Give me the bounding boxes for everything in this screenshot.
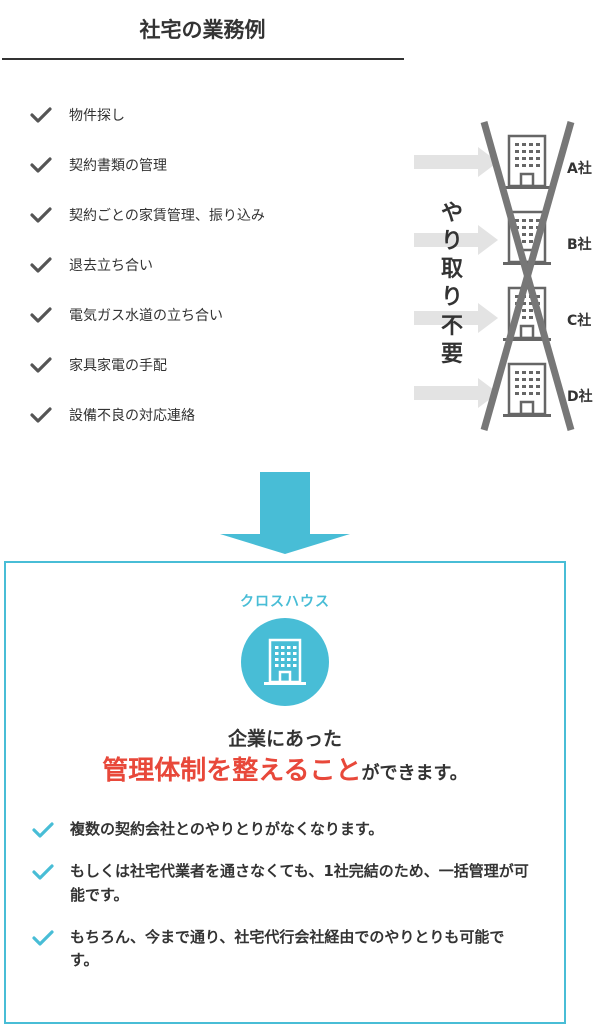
- company-label: B社: [567, 237, 592, 253]
- benefit-item: もしくは社宅代業者を通さなくても、1社完結のため、一括管理が可能です。: [32, 860, 532, 907]
- lead-line2: 管理体制を整えることができます。: [0, 750, 570, 787]
- company-cross-graphic: [414, 121, 575, 431]
- company-label: A社: [567, 161, 592, 177]
- arrow-right-icon: [414, 147, 498, 177]
- task-item: 物件探し: [30, 90, 265, 140]
- company-label: D社: [567, 389, 593, 405]
- check-icon: [30, 407, 52, 423]
- check-icon: [32, 864, 54, 880]
- task-item: 設備不良の対応連絡: [30, 390, 265, 440]
- lead-line1: 企業にあった: [227, 728, 342, 750]
- lead-tail: ができます。: [361, 763, 468, 784]
- benefit-text: 複数の契約会社とのやりとりがなくなります。: [70, 820, 384, 838]
- benefit-item: 複数の契約会社とのやりとりがなくなります。: [32, 818, 532, 841]
- task-label: 設備不良の対応連絡: [69, 408, 195, 424]
- task-item: 契約書類の管理: [30, 140, 265, 190]
- task-item: 電気ガス水道の立ち合い: [30, 290, 265, 340]
- task-label: 家具家電の手配: [69, 358, 167, 374]
- check-icon: [32, 930, 54, 946]
- task-item: 家具家電の手配: [30, 340, 265, 390]
- building-icon: [501, 362, 553, 419]
- building-icon: [241, 618, 329, 706]
- task-label: 契約書類の管理: [69, 158, 167, 174]
- building-icon: [501, 134, 553, 191]
- solution-box: [4, 561, 566, 1024]
- benefit-list: 複数の契約会社とのやりとりがなくなります。 もしくは社宅代業者を通さなくても、1…: [32, 818, 532, 991]
- check-icon: [30, 157, 52, 173]
- task-label: 電気ガス水道の立ち合い: [69, 308, 223, 324]
- arrow-down-icon: [220, 472, 350, 554]
- task-label: 退去立ち合い: [69, 258, 153, 274]
- task-label: 物件探し: [69, 108, 125, 124]
- benefit-text: もしくは社宅代業者を通さなくても、1社完結のため、一括管理が可能です。: [70, 862, 529, 904]
- check-icon: [30, 107, 52, 123]
- company-label: C社: [567, 313, 592, 329]
- no-exchange-label: やり取り不要: [440, 201, 463, 367]
- arrow-right-icon: [414, 378, 498, 408]
- brand-name: クロスハウス: [240, 594, 330, 610]
- task-item: 退去立ち合い: [30, 240, 265, 290]
- check-icon: [30, 307, 52, 323]
- task-label: 契約ごとの家賃管理、振り込み: [69, 208, 265, 224]
- lead-highlight: 管理体制を整えること: [102, 756, 362, 786]
- task-list: 物件探し 契約書類の管理 契約ごとの家賃管理、振り込み 退去立ち合い 電気ガス水…: [30, 90, 265, 440]
- check-icon: [30, 357, 52, 373]
- cross-stroke: [480, 121, 575, 431]
- check-icon: [30, 257, 52, 273]
- check-icon: [30, 207, 52, 223]
- title-underline: [2, 58, 404, 60]
- section-title: 社宅の業務例: [139, 18, 266, 42]
- benefit-text: もちろん、今まで通り、社宅代行会社経由でのやりとりも可能です。: [70, 927, 505, 969]
- task-item: 契約ごとの家賃管理、振り込み: [30, 190, 265, 240]
- benefit-item: もちろん、今まで通り、社宅代行会社経由でのやりとりも可能です。: [32, 926, 532, 973]
- check-icon: [32, 822, 54, 838]
